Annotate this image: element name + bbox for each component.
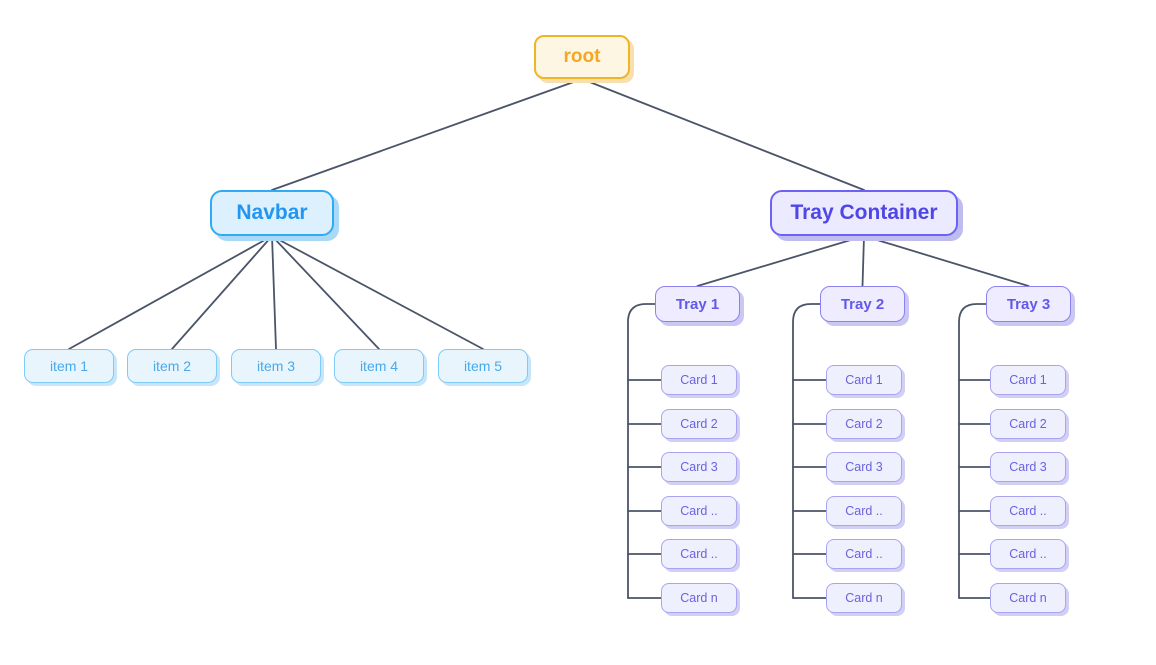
node-tray-3-label: Tray 3 — [1006, 295, 1051, 313]
node-tray-2-card-6-label: Card n — [845, 591, 883, 605]
node-tray-3-card-6[interactable]: Card n — [990, 583, 1066, 613]
node-tray-1-card-4-label: Card .. — [680, 504, 718, 518]
node-tray-2-label: Tray 2 — [840, 295, 885, 313]
node-item-2-label: item 2 — [152, 358, 192, 374]
edge-tray-container-tray-2 — [861, 235, 865, 287]
edge-tray-1-spine — [627, 303, 656, 599]
node-tray-1-card-4[interactable]: Card .. — [661, 496, 737, 526]
node-tray-1-card-1-label: Card 1 — [680, 373, 718, 387]
edge-tray-3-spine — [958, 303, 987, 599]
node-tray-3-card-1-label: Card 1 — [1009, 373, 1047, 387]
node-tray-3[interactable]: Tray 3 — [986, 286, 1071, 322]
node-tray-3-card-3[interactable]: Card 3 — [990, 452, 1066, 482]
edge-root-navbar — [271, 78, 583, 191]
node-tray-1-card-5[interactable]: Card .. — [661, 539, 737, 569]
edge-tray-container-tray-1 — [696, 235, 865, 287]
node-tray-container-label: Tray Container — [790, 201, 938, 224]
node-tray-3-card-1[interactable]: Card 1 — [990, 365, 1066, 395]
node-tray-container[interactable]: Tray Container — [770, 190, 958, 236]
node-tray-2-card-3[interactable]: Card 3 — [826, 452, 902, 482]
node-tray-1-card-3[interactable]: Card 3 — [661, 452, 737, 482]
node-tray-2-card-2-label: Card 2 — [845, 417, 883, 431]
node-tray-1[interactable]: Tray 1 — [655, 286, 740, 322]
node-item-4[interactable]: item 4 — [334, 349, 424, 383]
edge-root-tray-container — [581, 78, 865, 191]
edge-navbar-item-1 — [68, 235, 273, 350]
node-tray-3-card-2[interactable]: Card 2 — [990, 409, 1066, 439]
node-tray-3-card-2-label: Card 2 — [1009, 417, 1047, 431]
node-tray-2-card-4-label: Card .. — [845, 504, 883, 518]
edge-navbar-item-2 — [171, 235, 273, 350]
node-root-label: root — [563, 46, 601, 67]
node-item-4-label: item 4 — [359, 358, 399, 374]
node-navbar-label: Navbar — [236, 201, 308, 224]
edge-navbar-item-3 — [271, 235, 277, 350]
edge-navbar-item-4 — [271, 235, 380, 350]
node-tray-1-label: Tray 1 — [675, 295, 720, 313]
node-tray-2-card-1-label: Card 1 — [845, 373, 883, 387]
node-item-3-label: item 3 — [256, 358, 296, 374]
node-item-1-label: item 1 — [49, 358, 89, 374]
node-tray-3-card-3-label: Card 3 — [1009, 460, 1047, 474]
node-tray-1-card-6[interactable]: Card n — [661, 583, 737, 613]
node-tray-3-card-6-label: Card n — [1009, 591, 1047, 605]
node-item-2[interactable]: item 2 — [127, 349, 217, 383]
node-tray-3-card-4[interactable]: Card .. — [990, 496, 1066, 526]
node-item-3[interactable]: item 3 — [231, 349, 321, 383]
edge-tray-2-spine — [792, 303, 821, 599]
node-tray-2-card-4[interactable]: Card .. — [826, 496, 902, 526]
node-root[interactable]: root — [534, 35, 630, 79]
node-tray-1-card-3-label: Card 3 — [680, 460, 718, 474]
node-item-5-label: item 5 — [463, 358, 503, 374]
node-tray-2-card-5[interactable]: Card .. — [826, 539, 902, 569]
node-tray-2[interactable]: Tray 2 — [820, 286, 905, 322]
node-tray-2-card-3-label: Card 3 — [845, 460, 883, 474]
node-tray-1-card-2-label: Card 2 — [680, 417, 718, 431]
node-tray-1-card-5-label: Card .. — [680, 547, 718, 561]
node-tray-2-card-6[interactable]: Card n — [826, 583, 902, 613]
edge-navbar-item-5 — [271, 235, 484, 350]
node-tray-3-card-5[interactable]: Card .. — [990, 539, 1066, 569]
edge-tray-container-tray-3 — [863, 235, 1030, 287]
node-navbar[interactable]: Navbar — [210, 190, 334, 236]
node-tray-1-card-6-label: Card n — [680, 591, 718, 605]
node-tray-2-card-2[interactable]: Card 2 — [826, 409, 902, 439]
node-tray-3-card-4-label: Card .. — [1009, 504, 1047, 518]
node-tray-3-card-5-label: Card .. — [1009, 547, 1047, 561]
node-item-1[interactable]: item 1 — [24, 349, 114, 383]
node-tray-1-card-1[interactable]: Card 1 — [661, 365, 737, 395]
node-tray-1-card-2[interactable]: Card 2 — [661, 409, 737, 439]
node-tray-2-card-1[interactable]: Card 1 — [826, 365, 902, 395]
node-tray-2-card-5-label: Card .. — [845, 547, 883, 561]
node-item-5[interactable]: item 5 — [438, 349, 528, 383]
